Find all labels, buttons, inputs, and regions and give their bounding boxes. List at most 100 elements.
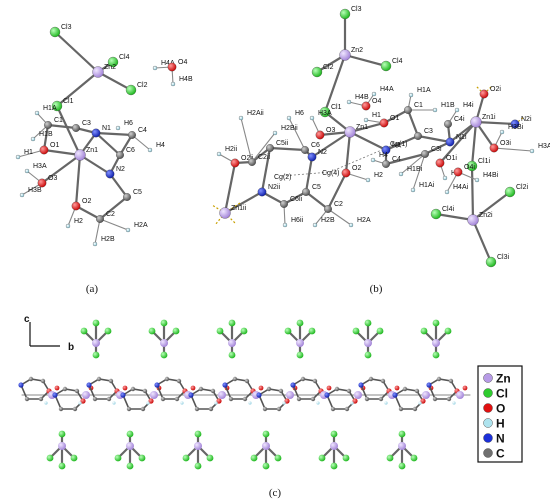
atom-h [474,177,480,183]
atom-o [37,178,47,188]
atom-cl [138,454,146,462]
atom-o [479,89,489,99]
atom-cl [380,60,392,72]
atom-o [341,168,351,178]
atom-c [368,376,374,382]
axis-b-label: b [68,342,74,353]
atom-c [300,376,306,382]
atom-h [499,129,505,135]
atom-label: H4B [179,76,193,83]
atom-cl [330,430,338,438]
atom-label: H3A [318,110,332,117]
atom-cl [107,56,119,68]
atom-c [40,378,46,384]
atom-cl [58,430,66,438]
atom-cl [352,327,360,335]
atom-cl [318,454,326,462]
atom-c [244,378,250,384]
atom-c [194,406,200,412]
atom-label: H4B [355,94,369,101]
atom-c [346,388,352,394]
atom-cl [125,84,137,96]
atom-zn [58,442,66,450]
atom-cl [104,327,112,335]
atom-o [379,118,389,128]
atom-c [140,406,146,412]
atom-n [426,382,432,388]
atom-n [381,145,391,155]
atom-zn [354,391,362,399]
atom-c [96,376,102,382]
atom-c [382,160,390,168]
atom-h [370,157,376,163]
caption-c: (c) [269,487,282,499]
atom-cl [160,319,168,327]
atom-c [444,120,452,128]
atom-o [39,145,49,155]
atom-label: C2 [106,211,115,218]
atom-h [216,151,222,157]
atom-o [352,398,358,404]
atom-o [453,167,463,177]
axis-c-label: c [24,314,30,325]
atom-cl [296,351,304,359]
atom-label: Zn1ii [231,205,247,212]
atom-h [384,401,388,405]
panel-b-bonds [211,12,533,264]
atom-label: O1 [390,115,399,122]
atom-label: H6 [295,110,304,117]
atom-label: Cl4 [119,54,130,61]
atom-label: O1i [446,155,457,162]
atom-label: H2 [74,218,83,225]
atom-h [350,401,354,405]
atom-h [316,401,320,405]
atom-n [18,382,24,388]
atom-zn [422,391,430,399]
atom-c [398,406,404,412]
caption-a: (a) [86,283,99,295]
atom-label: C4i [454,116,465,123]
atom-cl [319,106,331,118]
atom-cl [114,454,122,462]
atom-label: N2 [318,149,327,156]
atom-label: H3Ai [538,143,550,150]
atom-zn [228,339,236,347]
atom-cl [250,454,258,462]
atom-h [147,147,153,153]
atom-h [248,401,252,405]
atom-c [364,396,370,402]
atom-h [44,401,48,405]
atom-c [38,396,44,402]
atom-label: C1 [54,117,63,124]
atom-c [106,396,112,402]
atom-h [170,81,176,87]
atom-c [142,388,148,394]
atom-n [307,152,317,162]
legend-label: Zn [496,372,511,386]
atom-label: H2A [357,217,371,224]
atom-n [188,392,194,398]
atom-cl [46,454,54,462]
atom-c [414,388,420,394]
atom-h [152,65,158,71]
atom-label: Cl2 [323,64,334,71]
atom-label: H3Bi [508,124,524,131]
atom-label: C5 [312,184,321,191]
atom-label: H4 [156,142,165,149]
atom-zn [160,339,168,347]
atom-zn [194,442,202,450]
atom-h [432,107,438,113]
atom-label: C3i [431,146,442,153]
atom-cl [92,351,100,359]
atom-c [198,386,204,392]
atom-c [58,406,64,412]
atom-label: C6 [311,142,320,149]
atom-cl [172,327,180,335]
atom-cl [444,327,452,335]
atom-n [256,392,262,398]
atom-label: C5 [133,189,142,196]
atom-c [302,188,310,196]
atom-zn [432,339,440,347]
